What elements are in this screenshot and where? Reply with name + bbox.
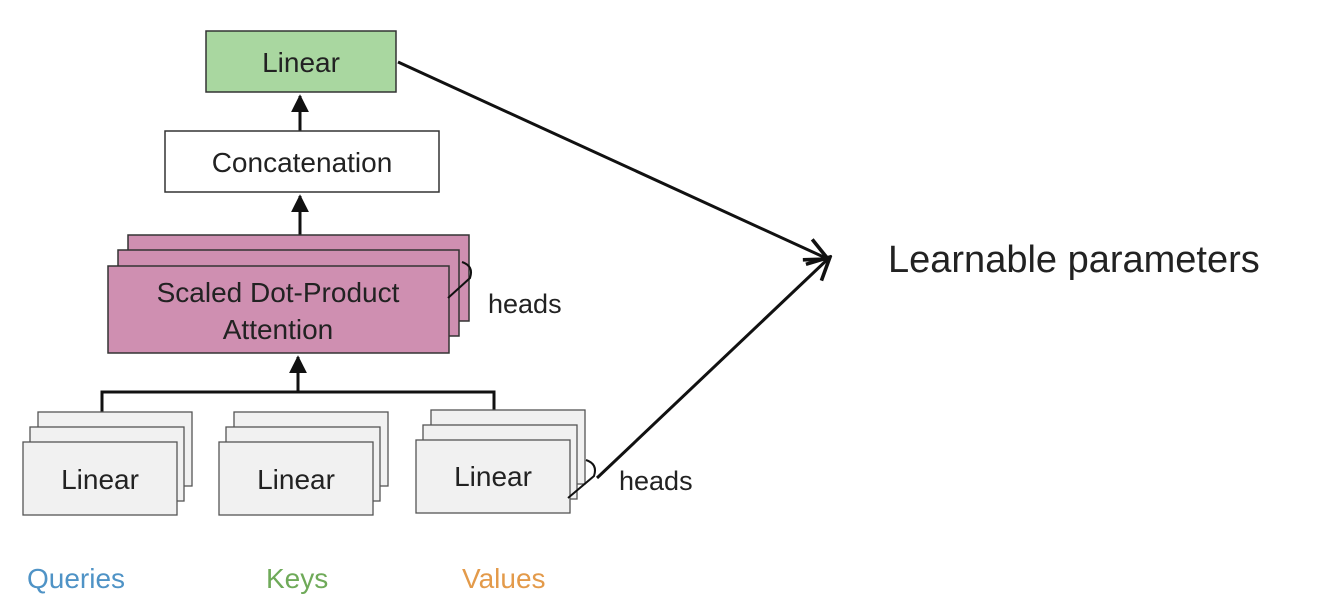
linear-heads-brace bbox=[567, 459, 596, 499]
attention-heads-label: heads bbox=[488, 289, 562, 319]
learnable-parameters-label: Learnable parameters bbox=[888, 239, 1260, 281]
keys-linear-front bbox=[218, 441, 374, 516]
values-linear-front bbox=[415, 439, 571, 514]
attention-label-line1: Scaled Dot-Product bbox=[157, 277, 400, 308]
concatenation-box bbox=[164, 130, 440, 193]
linear-output-box bbox=[205, 30, 397, 93]
attention-heads-brace bbox=[447, 261, 472, 299]
queries-linear-front bbox=[22, 441, 178, 516]
keys-input-label: Keys bbox=[266, 563, 328, 594]
input-merge-bracket bbox=[100, 390, 496, 412]
linear-heads-label: heads bbox=[619, 466, 693, 496]
values-linear-label: Linear bbox=[454, 461, 532, 492]
concatenation-label: Concatenation bbox=[212, 147, 393, 178]
linear-output-label: Linear bbox=[262, 47, 340, 78]
arrow-linear-output-to-learnable bbox=[397, 60, 828, 259]
values-input-label: Values bbox=[462, 563, 546, 594]
keys-linear-label: Linear bbox=[257, 464, 335, 495]
queries-linear-label: Linear bbox=[61, 464, 139, 495]
attention-head-front bbox=[107, 265, 450, 354]
queries-input-label: Queries bbox=[27, 563, 125, 594]
arrow-linear-heads-to-learnable bbox=[595, 257, 830, 480]
attention-label-line2: Attention bbox=[223, 314, 334, 345]
